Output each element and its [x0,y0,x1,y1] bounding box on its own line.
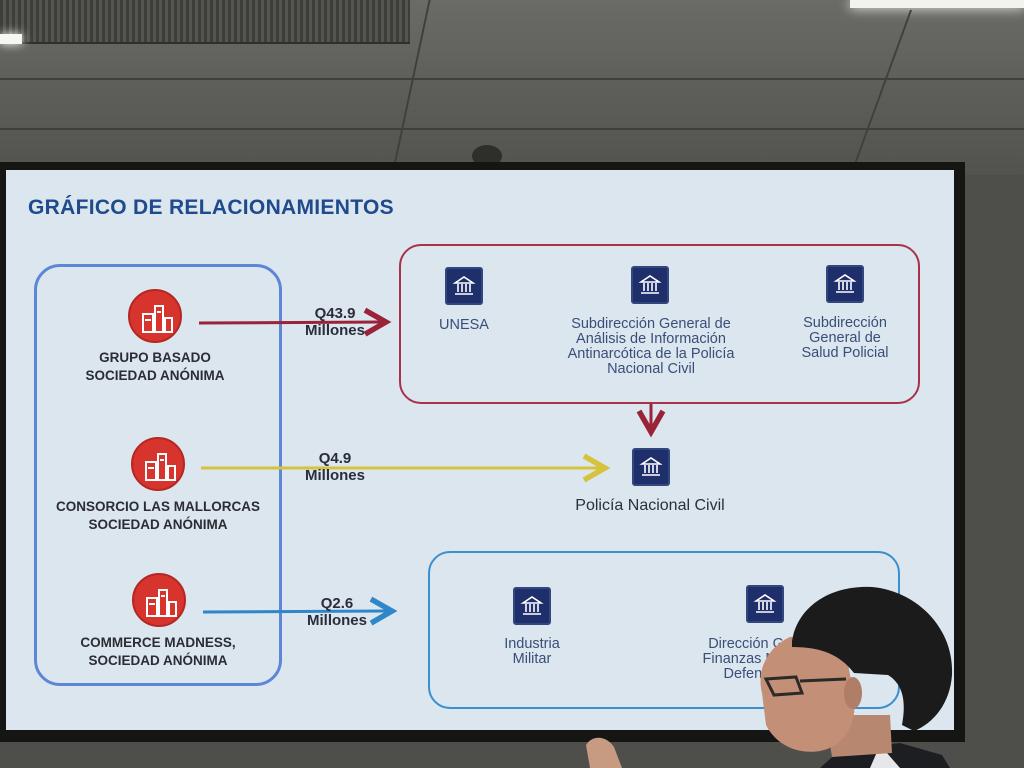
company-label: CONSORCIO LAS MALLORCAS SOCIEDAD ANÓNIMA [28,498,288,534]
ceiling-tile-seam [0,128,1024,130]
entity-line: General de [809,330,881,346]
company-label: COMMERCE MADNESS, SOCIEDAD ANÓNIMA [28,634,288,670]
entity-line: Salud Policial [801,345,889,361]
flow-arrow-blue [202,596,398,626]
government-building-icon [632,448,670,486]
companies-box [34,264,282,686]
company-label: GRUPO BASADO SOCIEDAD ANÓNIMA [25,349,285,385]
ceiling-vent [0,0,410,44]
presenter [586,586,953,768]
entity-line: Militar [512,651,552,667]
entity-line: Industria [504,636,560,652]
central-entity-label: Policía Nacional Civil [575,497,725,514]
entity-label: Subdirección General de Salud Policial [785,316,905,361]
company-name: GRUPO BASADO [99,350,211,365]
amount-unit: Millones [306,612,367,629]
government-building-icon [746,585,784,623]
industry-icon [128,289,182,343]
flow-arrow-red [198,307,392,337]
police-group-box [399,244,920,404]
ceiling-tile-seam [0,78,1024,80]
entity-line: Dirección Ge [708,636,792,652]
entity-line: UNESA [439,317,489,333]
entity-line: Nacional Civil [607,361,695,377]
entity-line: Subdirección [803,315,887,331]
entity-label: UNESA [414,318,514,333]
amount-unit: Millones [304,467,365,484]
company-name: CONSORCIO LAS MALLORCAS [56,499,260,514]
government-building-icon [631,266,669,304]
ceiling-light [0,34,22,44]
amount-value: Q2.6 [320,595,354,612]
flow-amount-label: Q4.9 Millones [290,450,380,484]
entity-line: Antinarcótica de la Policía [567,346,735,362]
industry-icon [132,573,186,627]
government-building-icon [826,265,864,303]
entity-line: Subdirección General de [571,316,731,332]
entity-label: Subdirección General de Análisis de Info… [540,317,762,377]
government-building-icon [513,587,551,625]
entity-label: Industria Militar [482,637,582,667]
ceiling-light [850,0,1024,8]
government-building-icon [445,267,483,305]
flow-amount-label: Q43.9 Millones [290,305,380,339]
company-name: COMMERCE MADNESS, [80,635,236,650]
amount-unit: Millones [304,322,365,339]
company-type: SOCIEDAD ANÓNIMA [85,368,225,383]
slide-title: GRÁFICO DE RELACIONAMIENTOS [28,196,394,219]
flow-amount-label: Q2.6 Millones [292,595,382,629]
industry-icon [131,437,185,491]
ceiling-camera [472,145,502,167]
amount-value: Q43.9 [314,305,356,322]
company-type: SOCIEDAD ANÓNIMA [88,517,228,532]
ceiling [0,0,1024,175]
amount-value: Q4.9 [318,450,352,467]
entity-line: Análisis de Información [576,331,726,347]
company-type: SOCIEDAD ANÓNIMA [88,653,228,668]
